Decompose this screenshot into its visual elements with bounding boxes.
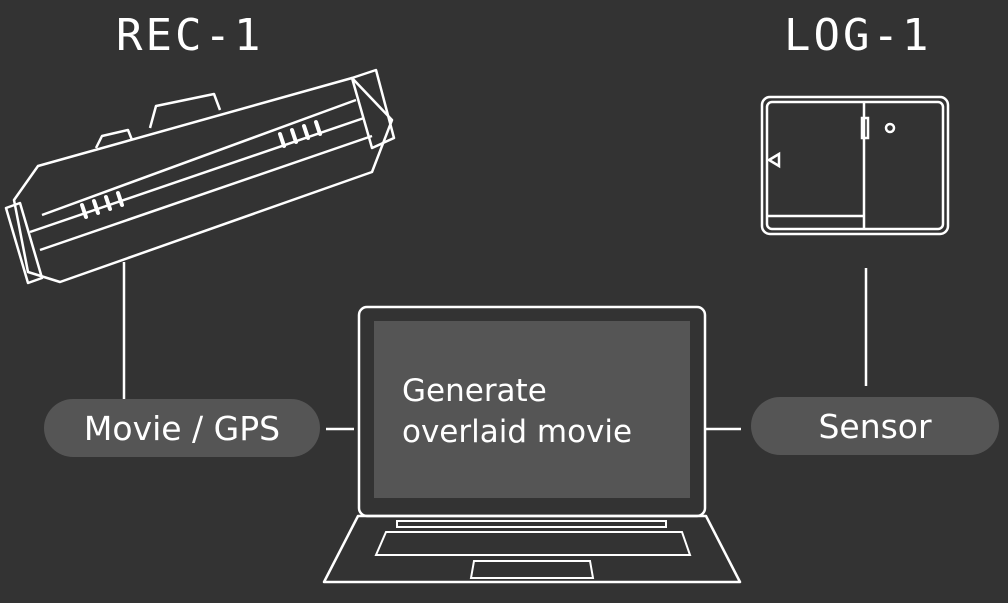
sensor-text: Sensor xyxy=(818,406,932,446)
rec-device-title: REC-1 xyxy=(116,10,264,61)
movie-gps-label: Movie / GPS xyxy=(44,399,320,457)
camera-icon xyxy=(4,68,396,285)
sensor-label: Sensor xyxy=(751,397,999,455)
camera-grip-marks xyxy=(80,120,322,219)
laptop-screen-text: Generate overlaid movie xyxy=(402,371,632,453)
connector-lines xyxy=(122,262,868,431)
laptop-icon xyxy=(322,305,742,584)
movie-gps-text: Movie / GPS xyxy=(83,408,281,448)
screen-text-line1: Generate xyxy=(402,373,547,409)
logger-icon xyxy=(760,95,950,236)
screen-text-line2: overlaid movie xyxy=(402,414,633,450)
log-device-title: LOG-1 xyxy=(784,10,932,61)
